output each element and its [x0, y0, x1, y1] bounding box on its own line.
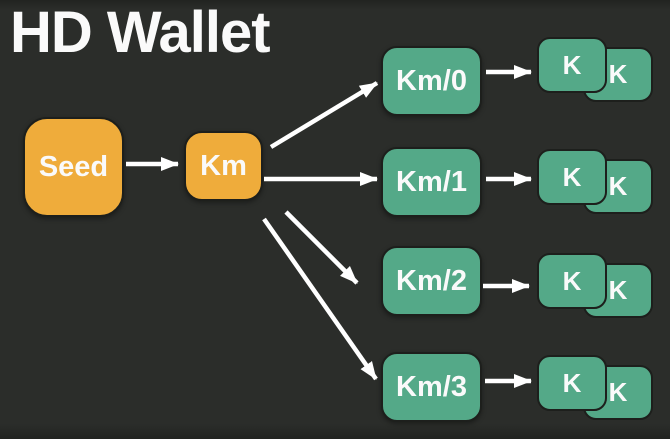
- key-pair-km2: K K: [537, 253, 654, 319]
- key-pair-km0: K K: [537, 37, 654, 103]
- node-km1: Km/1: [381, 147, 482, 217]
- node-master-key: Km: [184, 131, 263, 201]
- key-card: K: [537, 355, 607, 411]
- key-pair-km1: K K: [537, 149, 654, 215]
- page-title: HD Wallet: [10, 0, 271, 65]
- node-km2: Km/2: [381, 246, 482, 316]
- node-km0: Km/0: [381, 46, 482, 116]
- key-card: K: [537, 253, 607, 309]
- arrow-master-to-km2: [284, 210, 359, 285]
- node-seed: Seed: [23, 117, 124, 217]
- arrow-master-to-km0: [269, 81, 379, 149]
- node-km3: Km/3: [381, 352, 482, 422]
- key-card: K: [537, 149, 607, 205]
- key-pair-km3: K K: [537, 355, 654, 421]
- arrow-master-to-km3: [262, 217, 378, 381]
- key-card: K: [537, 37, 607, 93]
